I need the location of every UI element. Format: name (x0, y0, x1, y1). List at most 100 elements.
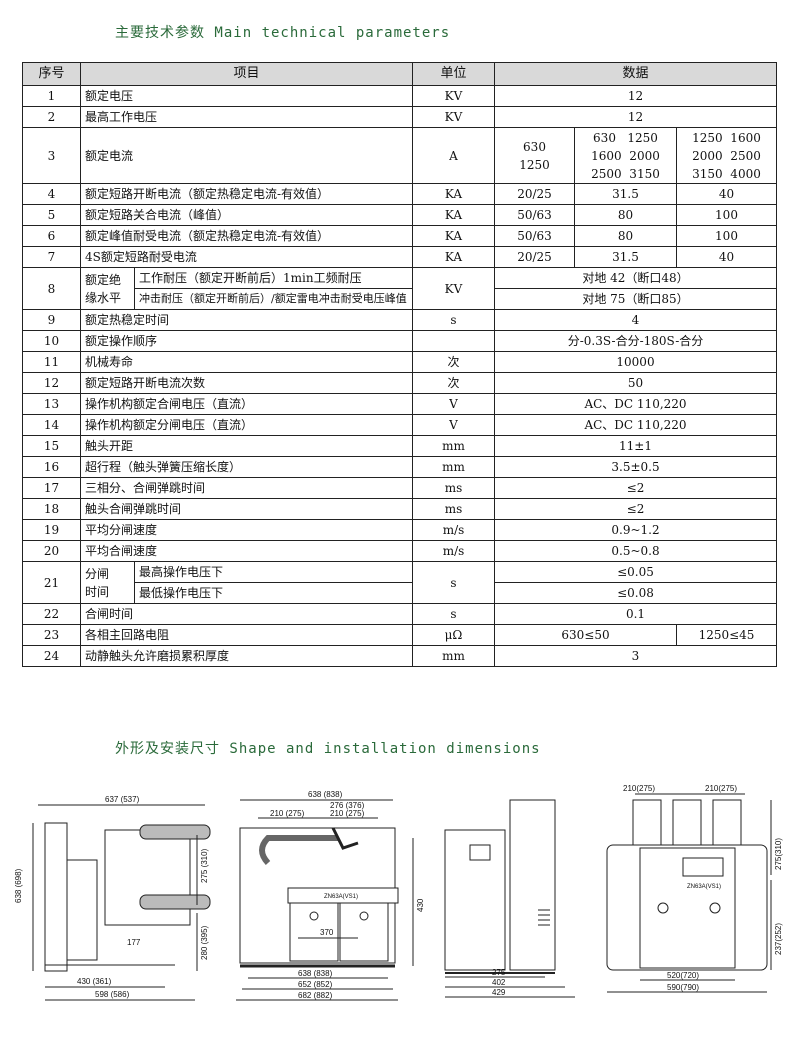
dim-label: 637 (537) (105, 795, 140, 804)
row-unit: KA (412, 204, 495, 226)
row-no: 17 (22, 477, 81, 499)
dim-label: 590(790) (667, 983, 699, 992)
row-value: 80 (574, 204, 677, 226)
row-no: 16 (22, 456, 81, 478)
row-unit: mm (412, 435, 495, 457)
row-value: 3 (494, 645, 777, 667)
dim-label: 275 (492, 968, 506, 977)
row-value: ≤0.05 (494, 561, 777, 583)
row-item: 超行程（触头弹簧压缩长度） (80, 456, 413, 478)
row-no: 9 (22, 309, 81, 331)
table-header-row: 序号 项目 单位 数据 (22, 62, 777, 86)
header-data: 数据 (494, 62, 777, 86)
row-unit: mm (412, 645, 495, 667)
row-no: 1 (22, 85, 81, 107)
table-row: 20 平均合闸速度 m/s 0.5~0.8 (22, 540, 777, 562)
row-value: 40 (676, 183, 777, 205)
section-title-dimensions: 外形及安装尺寸 Shape and installation dimension… (115, 741, 541, 757)
row-unit: ms (412, 477, 495, 499)
row-value: ≤2 (494, 498, 777, 520)
button-icon (309, 911, 319, 921)
row-subitem: 工作耐压（额定开断前后）1min工频耐压 (134, 267, 413, 289)
busbar-arm (259, 835, 338, 866)
dim-label: 638 (838) (308, 790, 343, 799)
item-line: 缘水平 (85, 290, 122, 305)
row-value: 12 (494, 85, 777, 107)
profile-view-drawing: 275 402 429 (444, 799, 575, 998)
row-item: 额定短路关合电流（峰值） (80, 204, 413, 226)
row-item: 额定操作顺序 (80, 330, 413, 352)
front-view-drawing: 638 (838) 276 (376) 210 (275) 210 (275) … (236, 790, 425, 1001)
row-unit: A (412, 127, 495, 184)
table-row: 10 额定操作顺序 分-0.3S-合分-180S-合分 (22, 330, 777, 352)
row-item: 4S额定短路耐受电流 (80, 246, 413, 268)
row-value: 0.9~1.2 (494, 519, 777, 541)
value-line: 1250 1600 (692, 130, 761, 145)
row-unit: mm (412, 456, 495, 478)
row-unit (412, 330, 495, 352)
dim-label: 638 (838) (298, 969, 333, 978)
dim-label: 682 (882) (298, 991, 333, 1000)
row-no: 12 (22, 372, 81, 394)
panel-outline (639, 847, 736, 969)
row-value: 630≤50 (494, 624, 677, 646)
row-no: 22 (22, 603, 81, 625)
row-no: 13 (22, 393, 81, 415)
row-unit: 次 (412, 372, 495, 394)
table-row: 5 额定短路关合电流（峰值） KA 50/63 80 100 (22, 204, 777, 226)
table-row: 8 额定绝缘水平 工作耐压（额定开断前后）1min工频耐压 KV 对地 42（断… (22, 267, 777, 310)
row-unit: 次 (412, 351, 495, 373)
row-item: 额定电压 (80, 85, 413, 107)
row-no: 18 (22, 498, 81, 520)
row-unit: KV (412, 106, 495, 128)
row-unit: V (412, 393, 495, 415)
row-subitem: 最高操作电压下 (134, 561, 413, 583)
pole-top (672, 799, 702, 846)
row-unit: KV (412, 267, 495, 310)
nameplate-label: ZN63A(VS1) (324, 894, 358, 900)
lower-contact-arm (139, 894, 211, 910)
contact-arm (331, 827, 359, 850)
table-row: 22 合闸时间 s 0.1 (22, 603, 777, 625)
value-line: 630 (523, 139, 546, 154)
pole-top (632, 799, 662, 846)
row-unit: s (412, 603, 495, 625)
item-line: 额定绝 (85, 272, 122, 287)
door-left (289, 902, 339, 962)
row-value: 100 (676, 225, 777, 247)
row-no: 3 (22, 127, 81, 184)
dim-label: 177 (127, 938, 141, 947)
table-row: 18 触头合闸弹跳时间 ms ≤2 (22, 498, 777, 520)
row-item: 额定绝缘水平 (80, 267, 135, 310)
mechanism-block (469, 844, 491, 861)
row-no: 10 (22, 330, 81, 352)
insulator-ribs (538, 909, 550, 926)
button-icon (709, 902, 721, 914)
table-row: 1 额定电压 KV 12 (22, 85, 777, 107)
row-no: 5 (22, 204, 81, 226)
row-unit: m/s (412, 540, 495, 562)
row-value: 12 (494, 106, 777, 128)
dim-label: 237(252) (774, 923, 783, 955)
table-row: 2 最高工作电压 KV 12 (22, 106, 777, 128)
row-no: 4 (22, 183, 81, 205)
button-icon (657, 902, 669, 914)
table-row: 7 4S额定短路耐受电流 KA 20/25 31.5 40 (22, 246, 777, 268)
row-value: AC、DC 110,220 (494, 414, 777, 436)
dim-label: 210 (275) (270, 809, 305, 818)
dim-label: 275 (310) (200, 848, 209, 883)
dim-label: 210(275) (623, 784, 655, 793)
dim-label: 638 (698) (15, 868, 23, 903)
dim-label: 598 (586) (95, 990, 130, 999)
row-no: 15 (22, 435, 81, 457)
value-line: 1600 2000 (591, 148, 660, 163)
row-item: 机械寿命 (80, 351, 413, 373)
row-value: 100 (676, 204, 777, 226)
dim-label: 430 (416, 898, 425, 912)
table-row: 4 额定短路开断电流（额定热稳定电流-有效值） KA 20/25 31.5 40 (22, 183, 777, 205)
button-icon (359, 911, 369, 921)
row-unit: s (412, 309, 495, 331)
parameters-table: 序号 项目 单位 数据 1 额定电压 KV 12 2 最高工作电压 KV 12 … (22, 62, 777, 667)
row-no: 14 (22, 414, 81, 436)
